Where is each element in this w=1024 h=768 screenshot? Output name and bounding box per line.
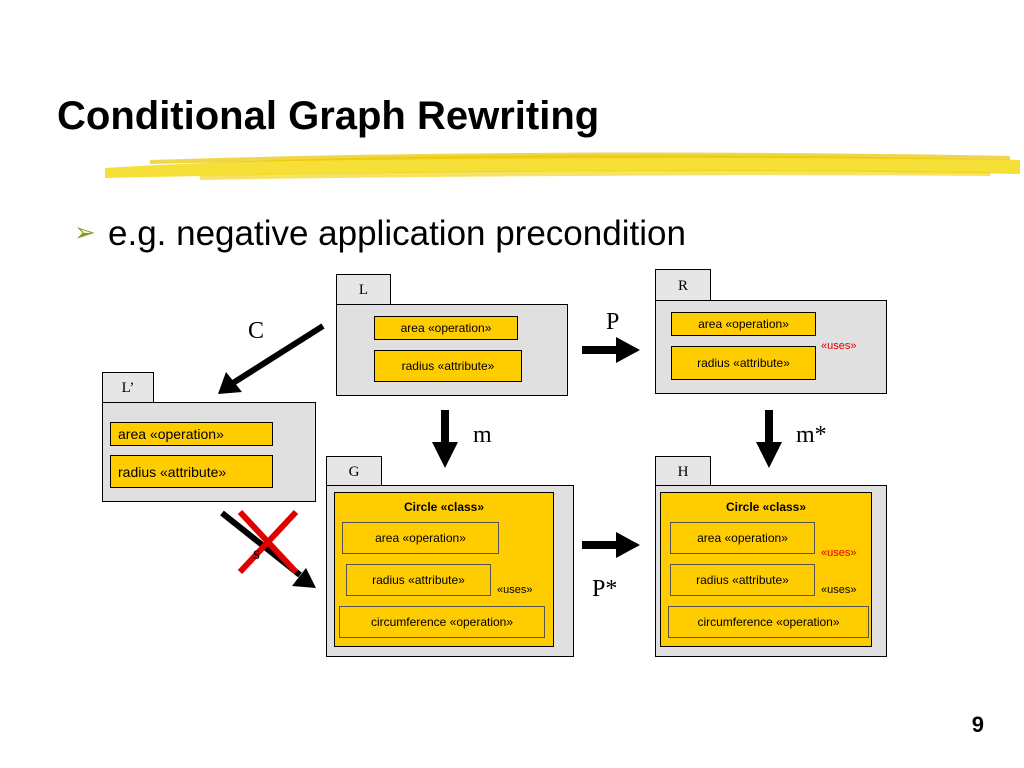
bullet-text: e.g. negative application precondition	[108, 214, 686, 253]
red-cross-icon	[237, 509, 299, 575]
p-label: P	[606, 309, 620, 335]
graph-g-class-title: Circle «class»	[403, 500, 485, 514]
bullet-item: ➢ e.g. negative application precondition	[74, 214, 686, 254]
page-number: 9	[971, 712, 984, 737]
graph-h-class-title: Circle «class»	[725, 500, 807, 514]
m-star-arrow	[756, 410, 782, 468]
bullet-arrow-icon: ➢	[74, 217, 96, 247]
m-arrow	[432, 410, 458, 468]
p-arrow	[582, 337, 640, 363]
graph-l-prime-radius-node: radius «attribute»	[110, 455, 273, 488]
c-arrow	[218, 323, 325, 394]
graph-g-area-node: area «operation»	[342, 522, 499, 554]
graph-g-radius-node: radius «attribute»	[346, 564, 491, 596]
graph-l-radius-node: radius «attribute»	[374, 350, 522, 382]
graph-h-circumference-node: circumference «operation»	[668, 606, 869, 638]
graph-r-uses-label: «uses»	[821, 340, 857, 352]
graph-r-radius-node: radius «attribute»	[671, 346, 816, 380]
s-arrow	[220, 510, 316, 588]
m-label: m	[473, 422, 492, 448]
graph-h-uses-label-red: «uses»	[821, 547, 857, 559]
slide-title: Conditional Graph Rewriting	[57, 94, 600, 138]
graph-r-tab: R	[655, 269, 711, 301]
graph-h-area-node: area «operation»	[670, 522, 815, 554]
s-label: s	[253, 543, 261, 563]
c-label: C	[248, 318, 265, 344]
p-star-arrow	[582, 532, 640, 558]
p-star-label: P*	[592, 576, 618, 602]
title-underline	[105, 152, 1020, 180]
graph-l-prime-area-node: area «operation»	[110, 422, 273, 446]
graph-l-tab: L	[336, 274, 391, 305]
graph-g-tab: G	[326, 456, 382, 486]
graph-h-uses-label-black: «uses»	[821, 584, 857, 596]
graph-h-tab: H	[655, 456, 711, 486]
m-star-label: m*	[796, 422, 827, 448]
graph-l-area-node: area «operation»	[374, 316, 518, 340]
graph-r-area-node: area «operation»	[671, 312, 816, 336]
graph-l-prime-tab: L’	[102, 372, 154, 403]
graph-h-radius-node: radius «attribute»	[670, 564, 815, 596]
graph-g-circumference-node: circumference «operation»	[339, 606, 545, 638]
graph-g-uses-label: «uses»	[497, 584, 533, 596]
